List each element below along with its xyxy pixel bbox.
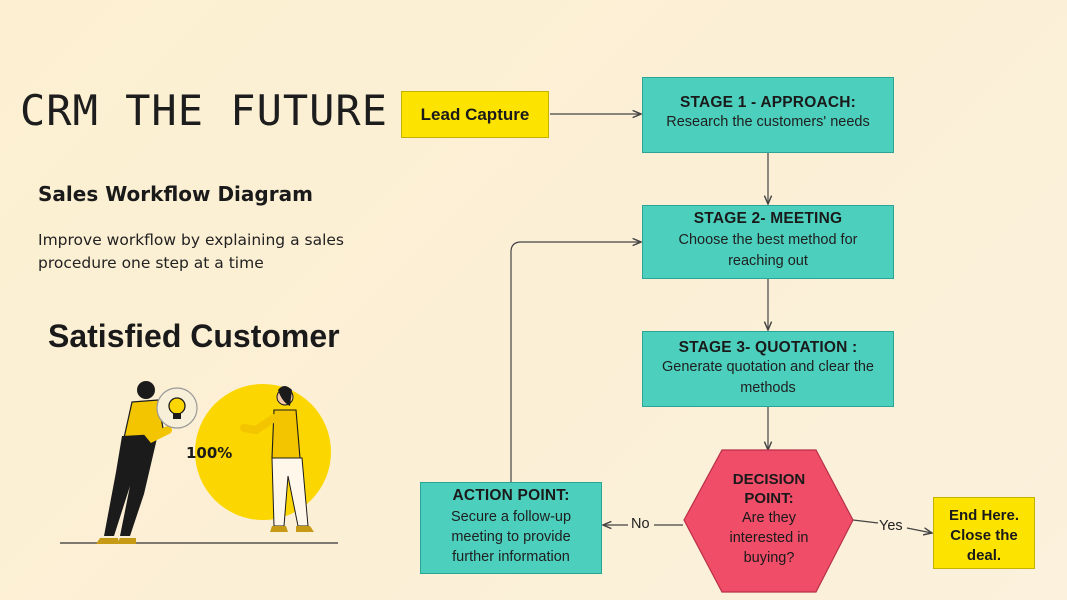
- decision-question-2: interested in: [729, 530, 809, 546]
- stage1-box: STAGE 1 - APPROACH: Research the custome…: [642, 77, 894, 153]
- stage1-heading: STAGE 1 - APPROACH:: [679, 94, 857, 111]
- arrow-yes: [906, 528, 932, 533]
- action-point-box: ACTION POINT: Secure a follow-up meeting…: [420, 482, 602, 574]
- end-box: End Here. Close the deal.: [933, 497, 1035, 569]
- lead-capture-box: Lead Capture: [401, 91, 549, 138]
- stage2-box: STAGE 2- MEETING Choose the best method …: [642, 205, 894, 279]
- diagram-subtitle: Sales Workflow Diagram: [38, 182, 313, 206]
- action-point-text: Secure a follow-up meeting to provide fu…: [450, 509, 572, 565]
- decision-heading-2: POINT:: [744, 490, 794, 507]
- lightbulb-icon: [156, 387, 198, 429]
- decision-point-text: DECISION POINT: Are they interested in b…: [700, 470, 838, 568]
- diagram-description: Improve workflow by explaining a sales p…: [38, 231, 344, 272]
- woman-figure: [240, 386, 314, 532]
- percent-label: 100%: [186, 444, 233, 462]
- yes-label: Yes: [879, 518, 903, 534]
- satisfied-customer-illustration: [60, 381, 338, 544]
- stage1-text: Research the customers' needs: [666, 114, 870, 130]
- stage3-text: Generate quotation and clear the methods: [661, 359, 874, 396]
- arrow-yes-line: [852, 519, 879, 524]
- stage2-heading: STAGE 2- MEETING: [693, 210, 843, 227]
- stage3-box: STAGE 3- QUOTATION : Generate quotation …: [642, 331, 894, 407]
- man-figure: [96, 381, 190, 544]
- action-point-heading: ACTION POINT:: [452, 487, 570, 504]
- stage3-heading: STAGE 3- QUOTATION :: [678, 339, 858, 356]
- page-title: CRM THE FUTURE: [20, 86, 389, 135]
- satisfied-customer-heading: Satisfied Customer: [48, 318, 340, 354]
- stage2-text: Choose the best method for reaching out: [678, 232, 858, 269]
- arrow-action-to-stage2: [510, 242, 641, 482]
- no-label: No: [631, 516, 650, 532]
- decision-question-3: buying?: [743, 550, 795, 566]
- decision-heading-1: DECISION: [732, 471, 806, 488]
- decision-question-1: Are they: [742, 510, 796, 526]
- decision-point-shape: [683, 449, 854, 593]
